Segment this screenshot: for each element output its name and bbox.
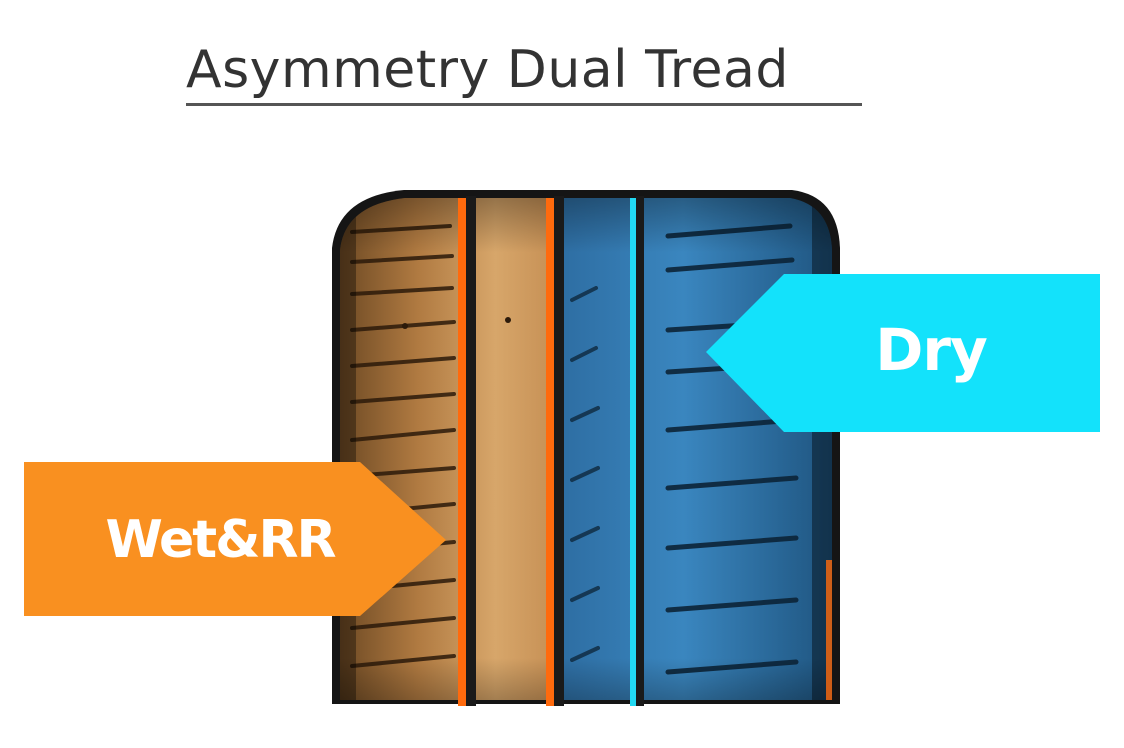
wet-rr-label: Wet&RR bbox=[105, 510, 336, 570]
wet-groove-line-left bbox=[458, 198, 466, 706]
diagram-title: Asymmetry Dual Tread bbox=[186, 40, 789, 100]
dry-callout-arrow bbox=[706, 274, 1100, 432]
dry-groove-line bbox=[630, 198, 636, 706]
dry-label: Dry bbox=[875, 316, 988, 384]
wet-groove-line-right bbox=[546, 198, 554, 706]
title-underline bbox=[186, 103, 862, 106]
wet-callout-arrow bbox=[24, 462, 446, 616]
